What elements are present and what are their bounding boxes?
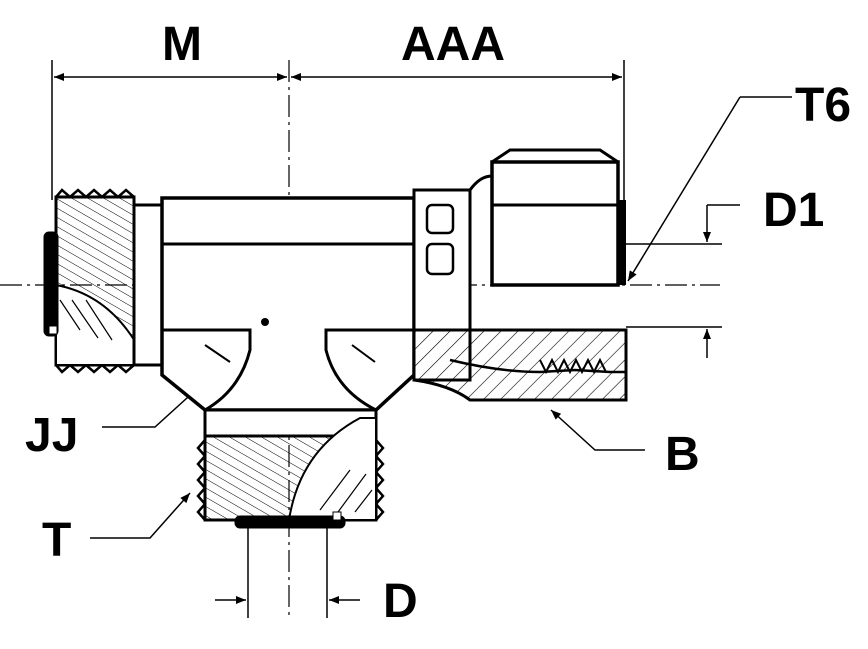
nut-section-hatched bbox=[412, 328, 628, 402]
leader-lines bbox=[90, 96, 792, 539]
dimension-d bbox=[215, 524, 360, 618]
left-port bbox=[43, 188, 164, 374]
body-center-dot bbox=[261, 318, 269, 326]
swivel-nut bbox=[490, 160, 620, 287]
bottom-o-ring bbox=[234, 515, 346, 529]
left-o-ring bbox=[43, 231, 59, 337]
label-t6: T6 bbox=[795, 79, 851, 132]
label-d: D bbox=[383, 575, 418, 628]
label-m: M bbox=[162, 18, 202, 71]
label-aaa: AAA bbox=[401, 18, 505, 71]
label-b: B bbox=[665, 428, 700, 481]
label-t: T bbox=[42, 514, 71, 567]
dimension-d1 bbox=[626, 204, 740, 358]
label-d1: D1 bbox=[763, 184, 824, 237]
leader-jj bbox=[102, 387, 199, 428]
tee-body bbox=[160, 196, 416, 412]
leader-b bbox=[550, 409, 645, 451]
bottom-port bbox=[196, 408, 385, 529]
label-jj: JJ bbox=[25, 409, 78, 462]
leader-t bbox=[90, 492, 191, 539]
dimension-m-aaa bbox=[51, 60, 625, 205]
right-port bbox=[412, 148, 628, 402]
